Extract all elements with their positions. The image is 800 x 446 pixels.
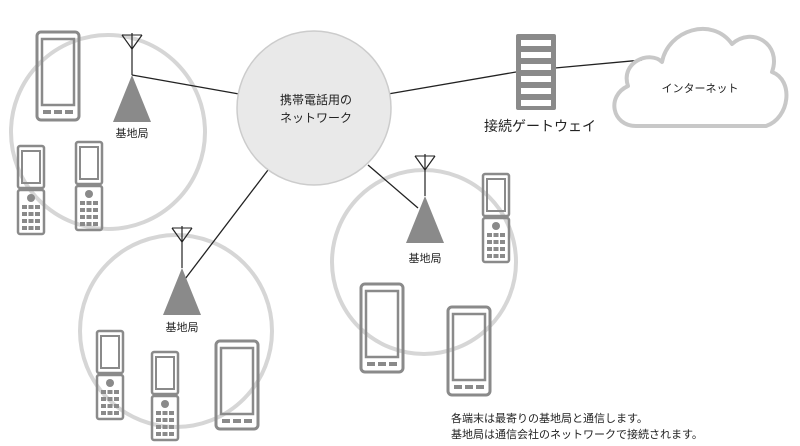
link-network-to-tower-right — [367, 164, 419, 209]
base-station-tower-icon — [162, 225, 202, 316]
feature-phone-icon — [74, 140, 104, 232]
base-station-label: 基地局 — [116, 127, 149, 140]
base-station-label: 基地局 — [166, 321, 199, 334]
feature-phone-icon — [16, 144, 46, 236]
cell-ring-right — [330, 168, 518, 356]
internet-cloud-icon — [612, 26, 789, 128]
smartphone-icon — [446, 305, 492, 397]
network-label-line2: ネットワーク — [280, 111, 352, 125]
link-gateway-to-internet — [554, 59, 643, 69]
internet-label: インターネット — [662, 82, 739, 95]
link-network-to-gateway — [387, 71, 517, 95]
carrier-network-node — [236, 30, 392, 186]
caption-line-2: 基地局は通信会社のネットワークで接続されます。 — [451, 427, 703, 441]
cell-ring-bottom-left — [78, 233, 274, 429]
smartphone-icon — [359, 282, 405, 374]
gateway-label: 接続ゲートウェイ — [484, 118, 596, 135]
base-station-label: 基地局 — [409, 252, 442, 265]
link-network-to-tower-bottom-left — [181, 169, 269, 284]
feature-phone-icon — [481, 172, 511, 264]
cell-ring-top-left — [9, 33, 207, 231]
link-network-to-tower-top-left — [131, 74, 240, 95]
gateway-server-icon — [516, 34, 556, 110]
network-label-line1: 携帯電話用の — [280, 92, 352, 107]
feature-phone-icon — [95, 329, 125, 421]
base-station-tower-icon — [405, 153, 445, 244]
caption-line-1: 各端末は最寄りの基地局と通信します。 — [451, 411, 648, 425]
smartphone-icon — [35, 30, 81, 122]
